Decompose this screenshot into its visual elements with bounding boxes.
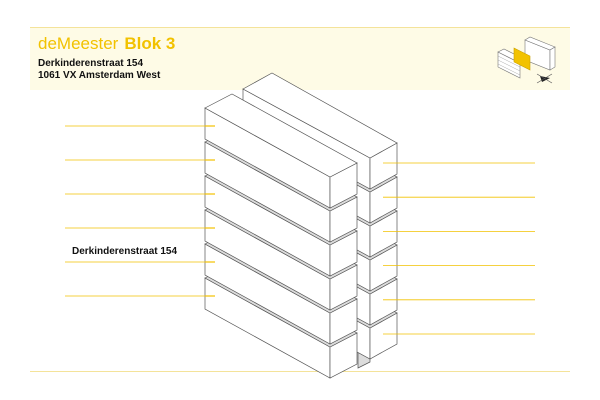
- block-name: Blok 3: [124, 34, 176, 53]
- address-line-1: Derkinderenstraat 154: [38, 58, 144, 69]
- brand-name: deMeester: [38, 34, 119, 53]
- left-floor-1-top: [204, 93, 358, 178]
- compass-icon: [536, 73, 553, 84]
- leader-lines: [65, 125, 535, 335]
- top-rule: [30, 27, 570, 28]
- building-location-thumbnail: [480, 28, 570, 90]
- right-floor-1-top: [242, 72, 398, 159]
- bottom-rule: [30, 371, 570, 372]
- address: Derkinderenstraat 154 1061 VX Amsterdam …: [38, 58, 160, 82]
- left-building: [204, 93, 358, 379]
- header-panel: deMeester Blok 3 Derkinderenstraat 154 10…: [30, 28, 480, 90]
- address-line-2: 1061 VX Amsterdam West: [38, 70, 161, 81]
- brand-title: deMeester Blok 3: [38, 34, 175, 54]
- highlight-address-label: Derkinderenstraat 154: [72, 246, 178, 257]
